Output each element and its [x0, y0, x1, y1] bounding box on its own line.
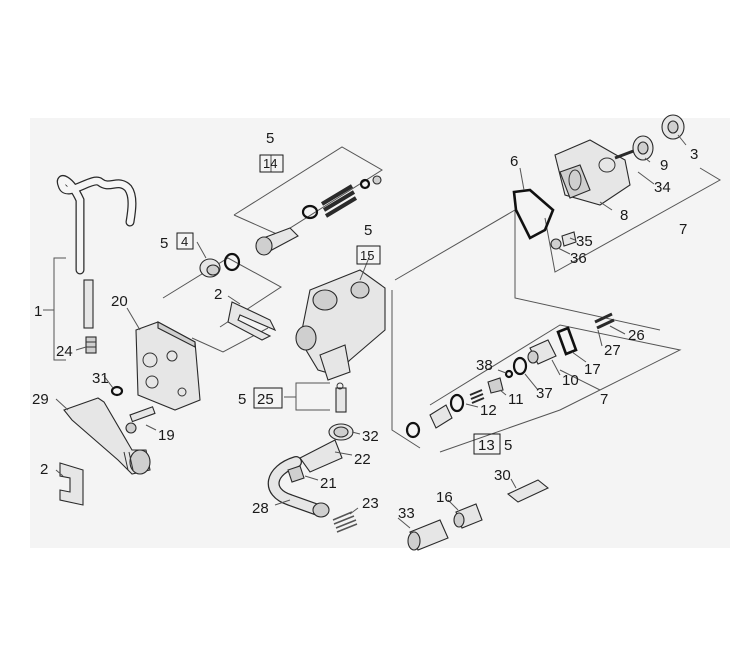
- part-2-clip-upper: [227, 301, 277, 341]
- part-33-adapter: [407, 519, 449, 551]
- label-3: 3: [690, 146, 698, 163]
- part-3-bearing: [661, 114, 685, 140]
- label-26: 26: [628, 327, 645, 344]
- part-29-outlet-pipe: [63, 397, 151, 475]
- kit-4-box: [176, 232, 194, 250]
- part-23-filter: [332, 511, 358, 533]
- part-35-36-plug: [550, 231, 577, 250]
- label-2-upper: 2: [214, 286, 222, 303]
- callout-labels: 1 2 2 3 5 14 5 4 5 15 5 25 13 5 6 7 7 8 …: [32, 130, 698, 522]
- label-10: 10: [562, 372, 579, 389]
- label-7-upper: 7: [679, 221, 687, 238]
- part-4-valve: [199, 252, 241, 278]
- label-8: 8: [620, 207, 628, 224]
- kit-7-lower-parts: [405, 312, 615, 439]
- part-1-hose: [56, 175, 137, 329]
- label-35: 35: [576, 233, 593, 250]
- label-37: 37: [536, 385, 553, 402]
- label-38: 38: [476, 357, 493, 374]
- label-12: 12: [480, 402, 497, 419]
- label-kit-4: 4: [181, 234, 188, 249]
- part-25-valve: [335, 382, 347, 413]
- label-1: 1: [34, 303, 42, 320]
- label-2-lower: 2: [40, 461, 48, 478]
- label-30: 30: [494, 467, 511, 484]
- label-19: 19: [158, 427, 175, 444]
- kit-boxes: [176, 154, 501, 455]
- label-20: 20: [111, 293, 128, 310]
- part-2-clip-lower: [59, 462, 84, 506]
- label-11: 11: [508, 391, 524, 408]
- label-21: 21: [320, 475, 337, 492]
- label-kit-13: 13: [478, 437, 495, 454]
- label-5-kit25: 5: [238, 391, 246, 408]
- assembly-lines: [43, 146, 721, 453]
- label-5-kit13: 5: [504, 437, 512, 454]
- label-32: 32: [362, 428, 379, 445]
- part-24-fitting: [85, 336, 97, 354]
- label-31: 31: [92, 370, 109, 387]
- part-31-oring: [110, 385, 124, 397]
- part-20-pump-block: [135, 321, 201, 411]
- label-17: 17: [584, 361, 601, 378]
- label-kit-25: 25: [257, 391, 274, 408]
- kit-15-box: [356, 245, 381, 265]
- label-34: 34: [654, 179, 671, 196]
- label-kit-14: 14: [263, 156, 277, 171]
- kit-25-box: [253, 387, 283, 409]
- part-16-coupling: [453, 503, 483, 529]
- label-28: 28: [252, 500, 269, 517]
- label-29: 29: [32, 391, 49, 408]
- part-15-housing: [295, 269, 386, 381]
- kit-13-box: [473, 433, 501, 455]
- label-33: 33: [398, 505, 415, 522]
- label-kit-15: 15: [360, 248, 374, 263]
- kit-14-box: [259, 154, 284, 173]
- label-27: 27: [604, 342, 621, 359]
- leader-lines: [55, 134, 687, 529]
- label-22: 22: [354, 451, 371, 468]
- label-23: 23: [362, 495, 379, 512]
- label-5-kit15: 5: [364, 222, 372, 239]
- label-9: 9: [660, 157, 668, 174]
- label-16: 16: [436, 489, 453, 506]
- label-7-lower: 7: [600, 391, 608, 408]
- part-6-gasket: [512, 188, 555, 240]
- part-30-grease-tube: [506, 479, 550, 503]
- part-8-cylinder-head: [554, 139, 631, 206]
- part-9-34-piston: [614, 135, 654, 161]
- label-24: 24: [56, 343, 73, 360]
- part-19-screw: [125, 406, 156, 434]
- label-5-kit4: 5: [160, 235, 168, 252]
- kit-14-parts: [255, 175, 382, 256]
- label-5-kit14: 5: [266, 130, 274, 147]
- hose-assembly: [267, 423, 358, 533]
- label-36: 36: [570, 250, 587, 267]
- label-6: 6: [510, 153, 518, 170]
